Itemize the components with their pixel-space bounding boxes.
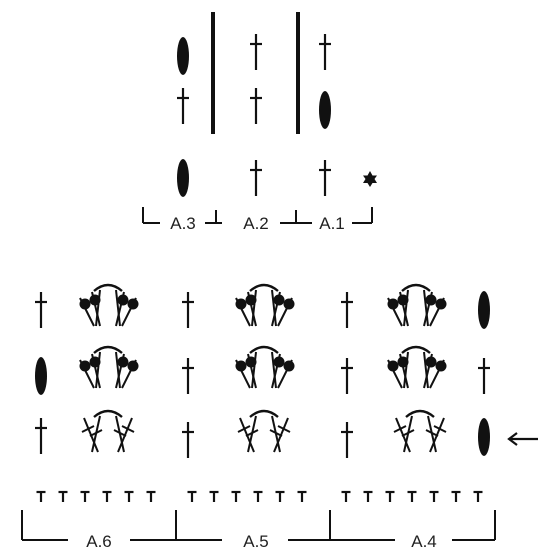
picot-cluster-icon — [386, 345, 448, 390]
picot-cluster-icon — [386, 283, 448, 328]
chain-icon — [384, 490, 396, 504]
chain-icon — [230, 490, 242, 504]
label-a5: A.5 — [243, 532, 269, 551]
oval-stitch-icon — [478, 418, 490, 456]
chain-icon — [450, 490, 462, 504]
double-crochet-icon — [180, 290, 196, 330]
chain-icon — [296, 490, 308, 504]
label-a2: A.2 — [243, 214, 269, 233]
chain-icon — [340, 490, 352, 504]
double-crochet-icon — [317, 32, 333, 72]
chain-icon — [252, 490, 264, 504]
chain-icon — [208, 490, 220, 504]
star-icon — [363, 171, 377, 187]
chain-icon — [406, 490, 418, 504]
double-crochet-icon — [248, 86, 264, 126]
oval-stitch-icon — [177, 37, 189, 75]
label-a6: A.6 — [86, 532, 112, 551]
label-a4: A.4 — [411, 532, 437, 551]
picot-cluster-icon — [234, 283, 296, 328]
crossed-stitch-cluster-icon — [80, 409, 136, 454]
double-crochet-icon — [175, 86, 191, 126]
double-crochet-icon — [476, 356, 492, 396]
oval-stitch-icon — [478, 291, 490, 329]
chain-icon — [428, 490, 440, 504]
double-crochet-icon — [339, 290, 355, 330]
chain-icon — [362, 490, 374, 504]
double-crochet-icon — [339, 356, 355, 396]
top-chart: A.3 A.2 A.1 — [142, 12, 377, 233]
label-a3: A.3 — [170, 214, 196, 233]
label-a1: A.1 — [319, 214, 345, 233]
double-crochet-icon — [339, 420, 355, 460]
double-crochet-icon — [248, 158, 264, 198]
oval-stitch-icon — [177, 159, 189, 197]
chain-icon — [472, 490, 484, 504]
bottom-chart: A.6 A.5 A.4 — [21, 283, 538, 551]
chain-row — [35, 490, 484, 504]
crossed-stitch-cluster-icon — [236, 409, 292, 454]
double-crochet-icon — [248, 32, 264, 72]
oval-stitch-icon — [319, 91, 331, 129]
chain-icon — [186, 490, 198, 504]
chain-icon — [35, 490, 47, 504]
picot-cluster-icon — [78, 283, 140, 328]
chain-icon — [101, 490, 113, 504]
picot-cluster-icon — [234, 345, 296, 390]
double-crochet-icon — [317, 158, 333, 198]
top-bracket — [142, 207, 373, 224]
bottom-bracket — [21, 510, 496, 541]
crossed-stitch-cluster-icon — [392, 409, 448, 454]
double-crochet-icon — [180, 356, 196, 396]
double-crochet-icon — [180, 420, 196, 460]
picot-cluster-icon — [78, 345, 140, 390]
chain-icon — [79, 490, 91, 504]
chain-icon — [274, 490, 286, 504]
double-crochet-icon — [33, 290, 49, 330]
chain-icon — [57, 490, 69, 504]
oval-stitch-icon — [35, 357, 47, 395]
double-crochet-icon — [33, 416, 49, 456]
chain-icon — [145, 490, 157, 504]
chain-icon — [123, 490, 135, 504]
arrow-left-icon — [507, 432, 538, 446]
